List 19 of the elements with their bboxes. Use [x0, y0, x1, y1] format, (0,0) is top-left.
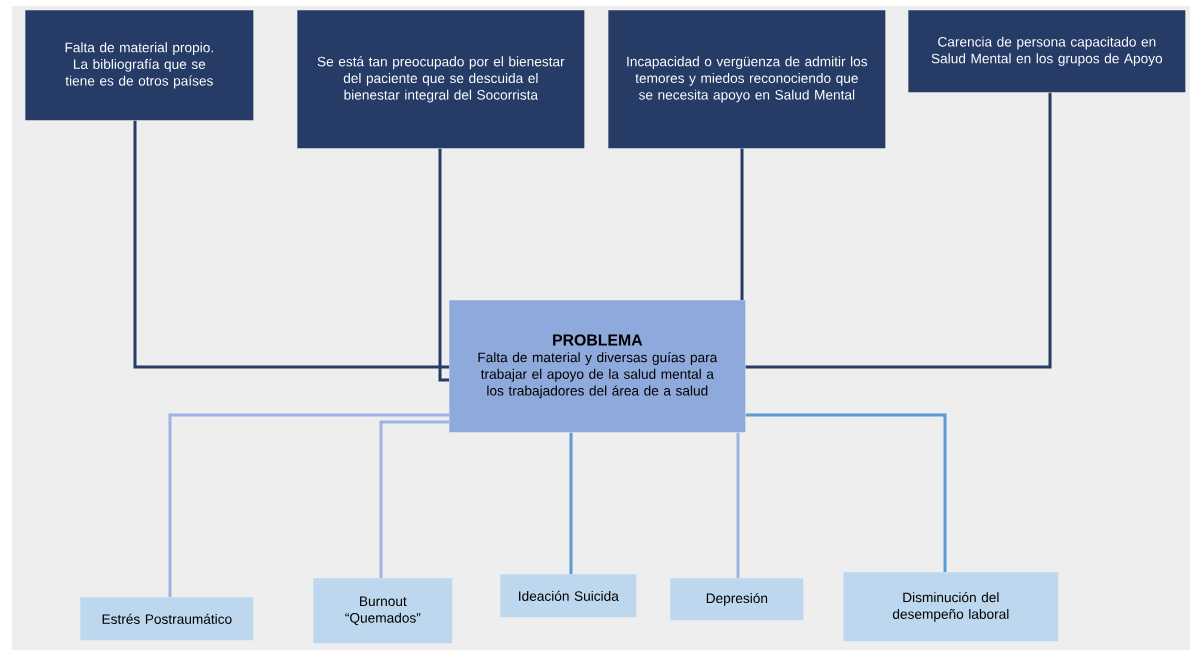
cause-box: Se está tan preocupado por el bienestar del paciente que se descuida el bienestar integral del Socorrista — [297, 10, 585, 149]
connector-line — [569, 432, 573, 574]
connector-line — [736, 432, 740, 578]
connector-line — [740, 148, 744, 300]
connector-line — [168, 413, 449, 597]
cause-box: Carencia de persona capacitado en Salud Mental en los grupos de Apoyo — [908, 10, 1186, 93]
connector-line — [133, 120, 449, 369]
cause-box: Falta de material propio. La bibliografía que se tiene es de otros países — [25, 10, 254, 121]
connector-line — [438, 148, 449, 382]
connector-line — [379, 420, 449, 578]
effect-box: Depresión — [670, 578, 804, 621]
effect-box: Burnout “Quemados” — [313, 578, 453, 644]
connector-line — [745, 413, 947, 572]
problem-box: PROBLEMA Falta de material y diversas guías para trabajar el apoyo de la salud mental a los trabajadores del área de a salud — [449, 300, 746, 433]
effect-box: Estrés Postraumático — [80, 597, 254, 641]
effect-box: Ideación Suicida — [500, 574, 637, 618]
connector-line — [745, 92, 1052, 369]
effect-box: Disminución del desempeño laboral — [843, 572, 1059, 642]
cause-box: Incapacidad o vergüenza de admitir los temores y miedos reconociendo que se necesita apoyo en Salud Mental — [608, 10, 886, 149]
